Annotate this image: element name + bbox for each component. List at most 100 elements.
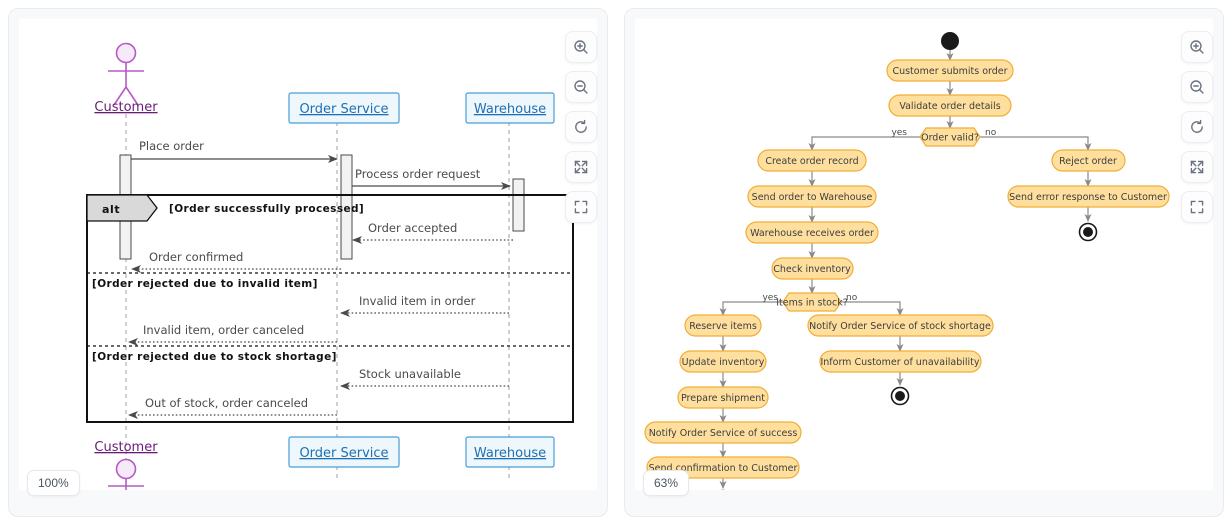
activity-node-label: Prepare shipment	[681, 393, 765, 404]
edge-label-order-valid-no: no	[985, 128, 997, 138]
activity-node-label: Update inventory	[682, 357, 765, 368]
message-invalid-item-order-canceled: Invalid item, order canceled	[128, 323, 337, 346]
message-process-order-request: Process order request	[352, 167, 511, 190]
reset-view-button[interactable]	[1181, 111, 1213, 143]
activity-node-inform-customer-of-unavailability[interactable]: Inform Customer of unavailability	[819, 350, 982, 373]
participant-head-customer[interactable]: Customer	[94, 42, 158, 116]
participant-head-warehouse[interactable]: Warehouse	[465, 92, 555, 124]
participant-label-customer-bottom: Customer	[94, 440, 158, 455]
activity-node-send-error-response-to-customer[interactable]: Send error response to Customer	[1007, 185, 1170, 208]
zoom-out-button[interactable]	[565, 71, 597, 103]
activity-decision-order-valid[interactable]: Order valid?	[919, 127, 981, 147]
activation-bar-order-service	[340, 154, 353, 260]
edge-d2-no	[841, 301, 904, 316]
edge-d1-no	[980, 136, 1092, 151]
message-label-order-confirmed: Order confirmed	[149, 250, 243, 264]
message-label-stock-unavailable: Stock unavailable	[359, 367, 461, 381]
edge-d1-yes	[808, 136, 920, 151]
activity-diagram-toolbar	[1181, 31, 1213, 223]
activity-node-prepare-shipment[interactable]: Prepare shipment	[677, 386, 769, 409]
fragment-operator-label: alt	[102, 203, 120, 216]
lifeline-group	[125, 114, 510, 479]
activity-decision-items-in-stock[interactable]: Items in stock?	[776, 292, 848, 312]
zoom-out-icon	[1189, 79, 1205, 95]
combined-fragment-alt: alt [Order successfully processed] [Orde…	[86, 194, 574, 423]
activity-node-validate-order-details[interactable]: Validate order details	[888, 94, 1012, 117]
participant-label-warehouse-bottom: Warehouse	[474, 446, 546, 461]
zoom-out-button[interactable]	[1181, 71, 1213, 103]
activity-node-label: Inform Customer of unavailability	[820, 357, 979, 368]
activity-node-label: Reject order	[1059, 156, 1117, 167]
reset-icon	[573, 119, 589, 135]
edge-label-order-valid-yes: yes	[891, 128, 907, 138]
activity-node-check-inventory[interactable]: Check inventory	[771, 257, 854, 280]
activity-node-customer-submits-order[interactable]: Customer submits order	[886, 59, 1014, 82]
activity-node-warehouse-receives-order[interactable]: Warehouse receives order	[745, 221, 879, 244]
zoom-in-icon	[1189, 39, 1205, 55]
zoom-level-badge-activity[interactable]: 63%	[643, 470, 690, 496]
activity-node-reject-order[interactable]: Reject order	[1051, 149, 1126, 172]
activity-diagram-panel: yes no yes no	[624, 8, 1224, 517]
edge-label-items-in-stock-yes: yes	[762, 293, 778, 303]
zoom-in-button[interactable]	[1181, 31, 1213, 63]
activity-node-update-inventory[interactable]: Update inventory	[679, 350, 767, 373]
zoom-in-button[interactable]	[565, 31, 597, 63]
participant-label-order-service-bottom: Order Service	[299, 446, 388, 461]
activity-node-label: Notify Order Service of success	[649, 428, 798, 439]
final-node-rejected	[1078, 222, 1098, 242]
edge-d2-yes	[719, 301, 783, 316]
initial-node	[941, 32, 959, 50]
reset-icon	[1189, 119, 1205, 135]
message-out-of-stock-order-canceled: Out of stock, order canceled	[128, 396, 337, 419]
message-label-order-accepted: Order accepted	[368, 221, 457, 235]
sequence-diagram-toolbar	[565, 31, 597, 223]
participant-label-order-service-top: Order Service	[299, 102, 388, 117]
activity-edge-group	[719, 50, 1092, 489]
message-label-process-order-request: Process order request	[355, 167, 481, 181]
fullscreen-button[interactable]	[565, 191, 597, 223]
message-invalid-item-in-order: Invalid item in order	[340, 294, 509, 317]
message-stock-unavailable: Stock unavailable	[340, 367, 509, 390]
fit-to-screen-button[interactable]	[1181, 151, 1213, 183]
participant-foot-warehouse[interactable]: Warehouse	[465, 436, 555, 468]
activity-diagram-canvas[interactable]: yes no yes no	[635, 19, 1213, 490]
fullscreen-button[interactable]	[1181, 191, 1213, 223]
reset-view-button[interactable]	[565, 111, 597, 143]
participant-foot-order-service[interactable]: Order Service	[288, 436, 400, 468]
activity-node-send-order-to-warehouse[interactable]: Send order to Warehouse	[747, 185, 877, 208]
activity-node-label: Create order record	[765, 156, 858, 167]
final-node-unavailable	[890, 386, 910, 406]
message-label-place-order: Place order	[139, 139, 204, 153]
participant-label-customer-top: Customer	[94, 100, 158, 115]
activity-node-create-order-record[interactable]: Create order record	[757, 149, 867, 172]
fragment-guard-2: [Order rejected due to invalid item]	[92, 278, 318, 290]
message-label-invalid-item-order-canceled: Invalid item, order canceled	[143, 323, 304, 337]
activity-node-label: Send error response to Customer	[1009, 192, 1167, 203]
fit-to-screen-button[interactable]	[565, 151, 597, 183]
zoom-out-icon	[573, 79, 589, 95]
expand-icon	[1189, 159, 1205, 175]
activity-node-reserve-items[interactable]: Reserve items	[684, 314, 762, 337]
activity-node-label: Send order to Warehouse	[752, 192, 873, 203]
participant-head-order-service[interactable]: Order Service	[288, 92, 400, 124]
edge-label-items-in-stock-no: no	[846, 293, 858, 303]
message-label-invalid-item-in-order: Invalid item in order	[359, 294, 476, 308]
zoom-level-badge-sequence[interactable]: 100%	[27, 470, 80, 496]
activity-decision-label: Order valid?	[921, 133, 979, 144]
message-label-out-of-stock-order-canceled: Out of stock, order canceled	[145, 396, 308, 410]
fullscreen-icon	[1189, 199, 1205, 215]
sequence-diagram-canvas[interactable]: Customer Order Service Warehouse	[19, 19, 597, 490]
participant-label-warehouse-top: Warehouse	[474, 102, 546, 117]
message-order-accepted: Order accepted	[352, 221, 513, 244]
activity-node-label: Send confirmation to Customer	[649, 463, 798, 474]
activity-node-notify-order-service-of-success[interactable]: Notify Order Service of success	[644, 421, 802, 444]
participant-foot-customer[interactable]: Customer	[94, 440, 158, 490]
activity-decision-label: Items in stock?	[776, 298, 848, 309]
zoom-in-icon	[573, 39, 589, 55]
activity-node-notify-order-service-of-stock-shortage[interactable]: Notify Order Service of stock shortage	[807, 314, 994, 337]
message-place-order: Place order	[131, 139, 338, 163]
activity-node-label: Validate order details	[899, 101, 1000, 112]
activity-node-label: Customer submits order	[892, 66, 1007, 77]
activity-node-label: Reserve items	[689, 321, 757, 332]
